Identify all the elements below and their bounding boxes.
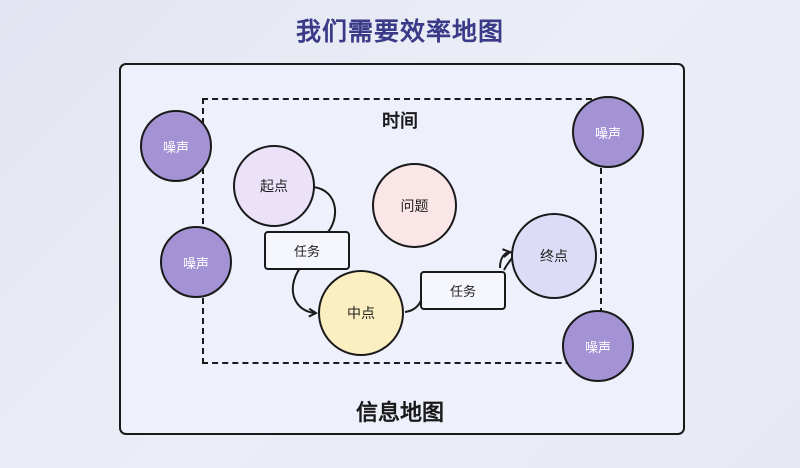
noise-node-1: 噪声 [140, 110, 212, 182]
node-mid: 中点 [318, 270, 404, 356]
task-box-1: 任务 [264, 231, 350, 270]
node-problem: 问题 [372, 163, 457, 248]
noise-node-4: 噪声 [562, 310, 634, 382]
info-map-label: 信息地图 [355, 401, 444, 426]
noise-node-3: 噪声 [572, 96, 644, 168]
time-label: 时间 [382, 111, 418, 132]
node-start: 起点 [233, 145, 315, 227]
arrow-start-to-mid [291, 186, 337, 313]
node-end: 终点 [511, 213, 597, 299]
task-box-2: 任务 [420, 271, 506, 310]
arrow-mid-to-end-head [499, 252, 510, 269]
noise-node-2: 噪声 [160, 226, 232, 298]
diagram-title: 我们需要效率地图 [295, 17, 504, 46]
